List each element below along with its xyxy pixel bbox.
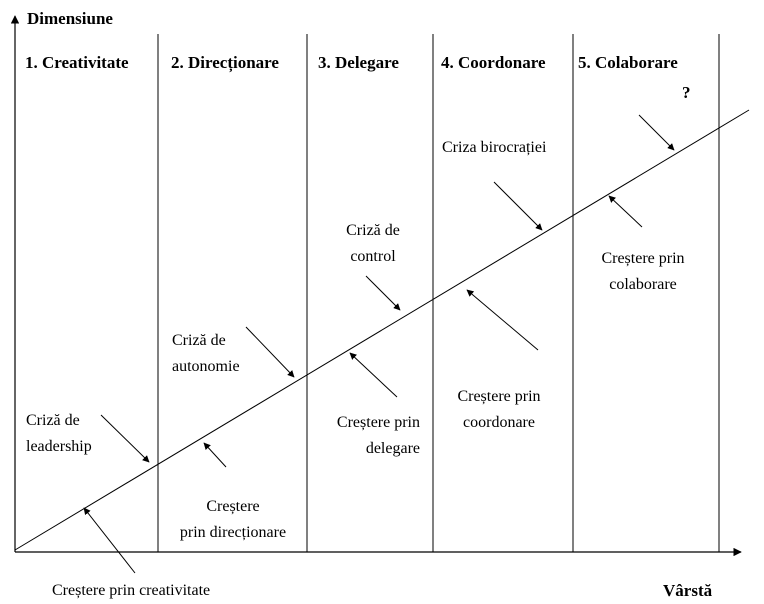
crisis-label-line: Criză de (26, 412, 80, 429)
growth-label-line: Creștere prin creativitate (52, 582, 211, 599)
crisis-label-line: Criză de (346, 222, 400, 239)
growth-label-line: Creștere prin (336, 414, 420, 431)
crisis-label-line: leadership (26, 438, 92, 455)
growth-label-creativity: Creștere prin creativitate (52, 578, 210, 604)
y-axis-label: Dimensiune (27, 9, 113, 28)
growth-label-coordination: Creștere prin coordonare (440, 384, 558, 436)
crisis-arrow-collaboration (638, 114, 675, 151)
growth-trajectory-line (14, 109, 750, 551)
growth-arrow-creativity (83, 507, 136, 574)
crisis-label-line: Criză de (172, 332, 226, 349)
crisis-label-control: Criză de control (343, 218, 403, 270)
crisis-label-line: Criza birocrației (442, 139, 547, 156)
growth-arrow-delegation (349, 352, 398, 398)
crisis-label-line: control (350, 248, 396, 265)
growth-label-line: Creștere (206, 498, 260, 515)
crisis-label-autonomy: Criză de autonomie (172, 328, 240, 380)
question-mark: ? (682, 83, 691, 102)
phase-header-collaboration: 5. Colaborare (578, 53, 678, 72)
growth-arrow-direction (203, 442, 227, 468)
growth-arrow-coordination (466, 289, 539, 351)
growth-label-line: prin direcționare (179, 524, 287, 541)
growth-label-delegation: Creștere prin delegare (308, 410, 420, 462)
phase-header-delegation: 3. Delegare (318, 53, 399, 72)
phase-header-coordination: 4. Coordonare (441, 53, 546, 72)
crisis-arrow-autonomy (245, 326, 295, 378)
crisis-arrow-leadership (100, 414, 150, 463)
phase-header-creativity: 1. Creativitate (25, 53, 129, 72)
crisis-label-leadership: Criză de leadership (26, 408, 92, 460)
growth-label-direction: Creștere prin direcționare (166, 494, 300, 546)
phase-header-direction: 2. Direcționare (171, 53, 279, 72)
growth-label-line: coordonare (463, 414, 535, 431)
growth-label-line: Creștere prin (457, 388, 541, 405)
growth-label-line: colaborare (609, 276, 677, 293)
crisis-arrow-bureaucracy (493, 181, 543, 231)
growth-arrow-collaboration (608, 195, 643, 228)
crisis-label-line: autonomie (172, 358, 240, 375)
growth-label-collaboration: Creștere prin colaborare (584, 246, 702, 298)
crisis-arrow-control (365, 275, 401, 311)
x-axis-label: Vârstă (663, 581, 713, 600)
growth-label-line: Creștere prin (601, 250, 685, 267)
growth-label-line: delegare (365, 440, 420, 457)
crisis-label-bureaucracy: Criza birocrației (442, 135, 546, 161)
